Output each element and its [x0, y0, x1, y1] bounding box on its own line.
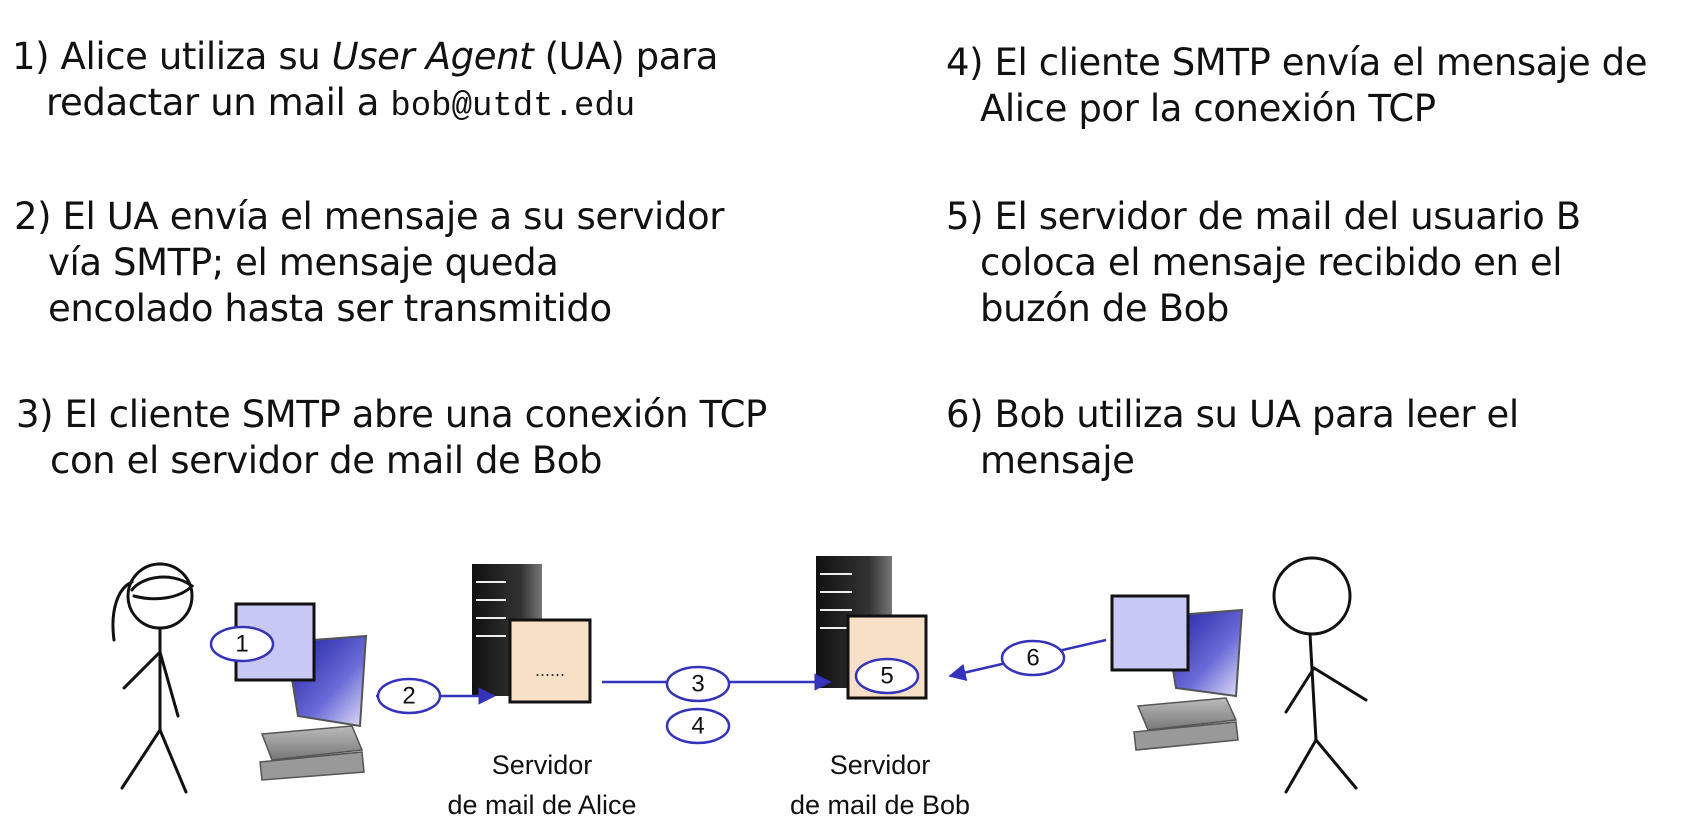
- step-6-line-1: 6) Bob utiliza su UA para leer el: [946, 392, 1519, 438]
- step-text-segment: buzón de Bob: [980, 287, 1229, 330]
- alice-server-caption-line-1: Servidor: [492, 750, 593, 780]
- step-text-segment: 6) Bob utiliza su UA para leer el: [946, 393, 1519, 436]
- step-markers: [209, 625, 1066, 745]
- step-text-segment: redactar un mail a: [46, 81, 391, 124]
- step-5-line-2: coloca el mensaje recibido en el: [946, 240, 1581, 286]
- step-marker-3-label: 3: [691, 671, 704, 698]
- step-marker-4-label: 4: [691, 713, 704, 740]
- step-marker-6-label: 6: [1026, 645, 1039, 672]
- bob-figure: [1272, 556, 1368, 794]
- alice-server-icon: ......: [472, 564, 592, 704]
- step-1-line-2: redactar un mail a bob@utdt.edu: [12, 80, 718, 130]
- step-text-segment: 5) El servidor de mail del usuario B: [946, 195, 1581, 238]
- bob-ua-screen: [1110, 594, 1190, 672]
- step-marker-1: [209, 625, 275, 663]
- step-text-segment: User Agent: [331, 35, 534, 78]
- step-1-line-1: 1) Alice utiliza su User Agent (UA) para: [12, 34, 718, 80]
- step-text-segment: 3) El cliente SMTP abre una conexión TCP: [16, 393, 767, 436]
- step-marker-2: [376, 677, 442, 715]
- alice-figure: [111, 562, 195, 794]
- step-1-text: 1) Alice utiliza su User Agent (UA) para…: [12, 34, 718, 130]
- step-text-segment: con el servidor de mail de Bob: [50, 439, 603, 482]
- step-text-segment: vía SMTP; el mensaje queda: [48, 241, 559, 284]
- step-text-segment: 4) El cliente SMTP envía el mensaje de: [946, 41, 1648, 84]
- step-text-segment: coloca el mensaje recibido en el: [980, 241, 1563, 284]
- step-text-segment: 2) El UA envía el mensaje a su servidor: [14, 195, 725, 238]
- bob-server-caption-line-2: de mail de Bob: [790, 790, 970, 820]
- step-5-line-1: 5) El servidor de mail del usuario B: [946, 194, 1581, 240]
- step-text-segment: mensaje: [980, 439, 1135, 482]
- queue-dots: ......: [535, 660, 565, 680]
- step-5-line-3: buzón de Bob: [946, 286, 1581, 332]
- step-text-segment: 1) Alice utiliza su: [12, 35, 332, 78]
- step-marker-3: [665, 665, 731, 703]
- alice-ua-screen: [234, 602, 316, 682]
- step-marker-5: [854, 657, 920, 695]
- alice-computer-icon: [234, 602, 368, 781]
- step-text-segment: Alice por la conexión TCP: [980, 87, 1436, 130]
- step-2-line-2: vía SMTP; el mensaje queda: [14, 240, 724, 286]
- step-3-line-2: con el servidor de mail de Bob: [16, 438, 767, 484]
- bob-server-caption-line-1: Servidor: [830, 750, 931, 780]
- alice-outgoing-queue: [508, 618, 592, 704]
- step-text-segment: (UA) para: [533, 35, 719, 78]
- step-4-line-2: Alice por la conexión TCP: [946, 86, 1647, 132]
- email-flow-diagram: ...... 1 2 3 4: [111, 556, 1368, 820]
- step-3-text: 3) El cliente SMTP abre una conexión TCP…: [16, 392, 767, 484]
- step-marker-5-label: 5: [880, 663, 893, 690]
- step-2-line-1: 2) El UA envía el mensaje a su servidor: [14, 194, 724, 240]
- step-text-segment: bob@utdt.edu: [390, 88, 636, 126]
- step-4-line-1: 4) El cliente SMTP envía el mensaje de: [946, 40, 1647, 86]
- alice-server-caption-line-2: de mail de Alice: [447, 790, 636, 820]
- step-3-line-1: 3) El cliente SMTP abre una conexión TCP: [16, 392, 767, 438]
- step-marker-6: [1000, 639, 1066, 677]
- step-2-line-3: encolado hasta ser transmitido: [14, 286, 724, 332]
- step-marker-4: [665, 707, 731, 745]
- step-marker-1-label: 1: [235, 631, 248, 658]
- step-text-segment: encolado hasta ser transmitido: [48, 287, 612, 330]
- step-marker-2-label: 2: [402, 683, 415, 710]
- step-6-line-2: mensaje: [946, 438, 1519, 484]
- bob-computer-icon: [1110, 594, 1244, 751]
